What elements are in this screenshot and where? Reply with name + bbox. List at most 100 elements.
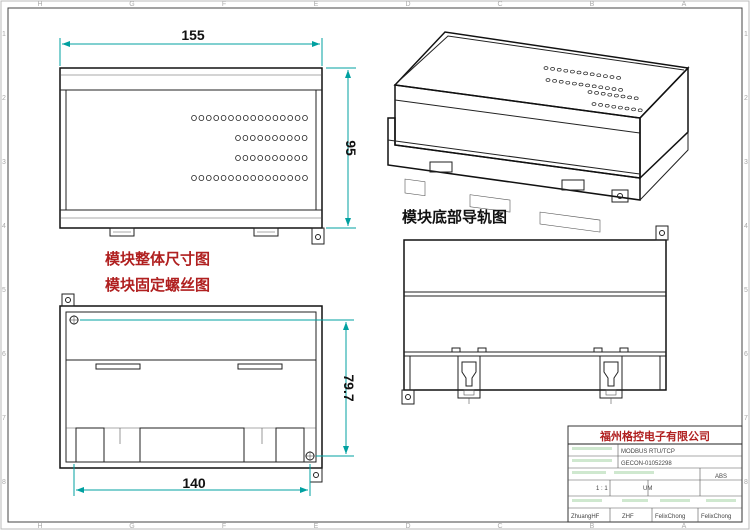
title-checker: FelixChong — [655, 514, 685, 520]
led-hole — [294, 134, 301, 141]
grid-row-label: 1 — [2, 31, 6, 38]
led-hole — [552, 79, 557, 83]
grid-row-label: 1 — [744, 31, 748, 38]
dim-mount-height: 79.7 — [341, 374, 357, 401]
led-hole — [265, 174, 271, 181]
led-hole — [220, 174, 227, 181]
grid-row-label: 3 — [744, 159, 748, 166]
led-hole — [228, 174, 234, 181]
led-hole — [279, 174, 286, 181]
led-hole — [618, 105, 623, 110]
front-view — [59, 67, 325, 245]
grid-col-label: A — [682, 523, 687, 530]
front-dimension-lines — [59, 38, 356, 229]
grid-col-label: D — [405, 1, 410, 8]
led-hole — [609, 75, 615, 79]
led-hole — [603, 74, 608, 78]
grid-col-label: H — [37, 523, 42, 530]
led-hole — [618, 88, 623, 92]
led-hole — [556, 68, 562, 72]
led-hole — [264, 154, 271, 161]
led-hole — [294, 115, 301, 122]
led-hole — [301, 134, 308, 141]
led-hole — [235, 154, 241, 161]
led-hole — [250, 115, 257, 122]
grid-col-label: C — [497, 523, 502, 530]
title-designer: ZhuangHF — [571, 514, 600, 520]
grid-col-label: B — [590, 523, 595, 530]
grid-row-label: 8 — [2, 479, 6, 486]
led-hole — [614, 93, 619, 98]
led-hole — [572, 81, 577, 86]
led-hole — [257, 134, 264, 141]
led-hole — [607, 92, 613, 97]
led-hole — [279, 134, 286, 141]
led-hole — [583, 71, 588, 76]
title-drafter: ZHF — [622, 514, 634, 520]
led-hole — [206, 174, 212, 181]
grid-col-label: H — [37, 1, 42, 8]
led-hole — [279, 115, 286, 122]
led-hole — [272, 174, 279, 181]
title-company: 福州格控电子有限公司 — [599, 429, 710, 443]
title-part-name: MODBUS RTU/TCP — [621, 449, 675, 455]
led-hole — [598, 103, 603, 107]
led-hole — [242, 154, 249, 161]
grid-col-label: B — [590, 1, 595, 8]
led-hole — [605, 86, 610, 90]
title-scale: 1 : 1 — [596, 486, 608, 492]
led-hole — [558, 80, 564, 84]
led-hole — [235, 134, 241, 141]
grid-row-label: 8 — [744, 479, 748, 486]
led-hole — [627, 95, 632, 100]
grid-row-label: 6 — [744, 351, 748, 358]
led-hole — [257, 174, 264, 181]
led-hole — [235, 115, 242, 122]
led-hole — [545, 78, 551, 82]
led-hole — [220, 115, 227, 122]
led-hole — [257, 154, 264, 161]
led-hole — [570, 69, 575, 74]
led-holes-iso — [543, 66, 643, 113]
led-hole — [250, 154, 256, 161]
led-hole — [213, 115, 220, 122]
mounting-view — [59, 293, 323, 483]
led-hole — [591, 102, 597, 106]
led-hole — [294, 154, 301, 161]
grid-col-label: G — [129, 1, 134, 8]
led-hole — [250, 134, 256, 141]
led-hole — [616, 76, 621, 80]
led-hole — [620, 94, 626, 99]
led-hole — [543, 66, 549, 70]
grid-col-label: D — [405, 523, 410, 530]
led-hole — [576, 70, 582, 75]
led-hole — [585, 83, 590, 88]
led-hole — [631, 107, 636, 112]
led-hole — [198, 115, 205, 122]
label-mounting-holes: 模块固定螺丝图 — [105, 276, 210, 294]
grid-col-label: F — [222, 523, 226, 530]
led-hole — [600, 92, 606, 96]
led-hole — [265, 115, 271, 122]
led-hole — [257, 115, 264, 122]
led-hole — [213, 174, 220, 181]
led-hole — [287, 174, 294, 181]
led-hole — [598, 85, 604, 89]
led-hole — [250, 174, 257, 181]
grid-row-label: 4 — [744, 223, 748, 230]
led-hole — [624, 106, 630, 111]
led-hole — [272, 134, 278, 141]
led-hole — [191, 115, 197, 122]
mount-dimension-lines — [73, 319, 354, 496]
led-holes-front — [191, 115, 308, 181]
title-material: ABS — [715, 474, 727, 480]
title-block-field-markers — [572, 447, 736, 502]
led-hole — [611, 87, 617, 91]
led-hole — [242, 134, 249, 141]
grid-row-label: 6 — [2, 351, 6, 358]
led-hole — [243, 115, 249, 122]
grid-col-label: A — [682, 1, 687, 8]
